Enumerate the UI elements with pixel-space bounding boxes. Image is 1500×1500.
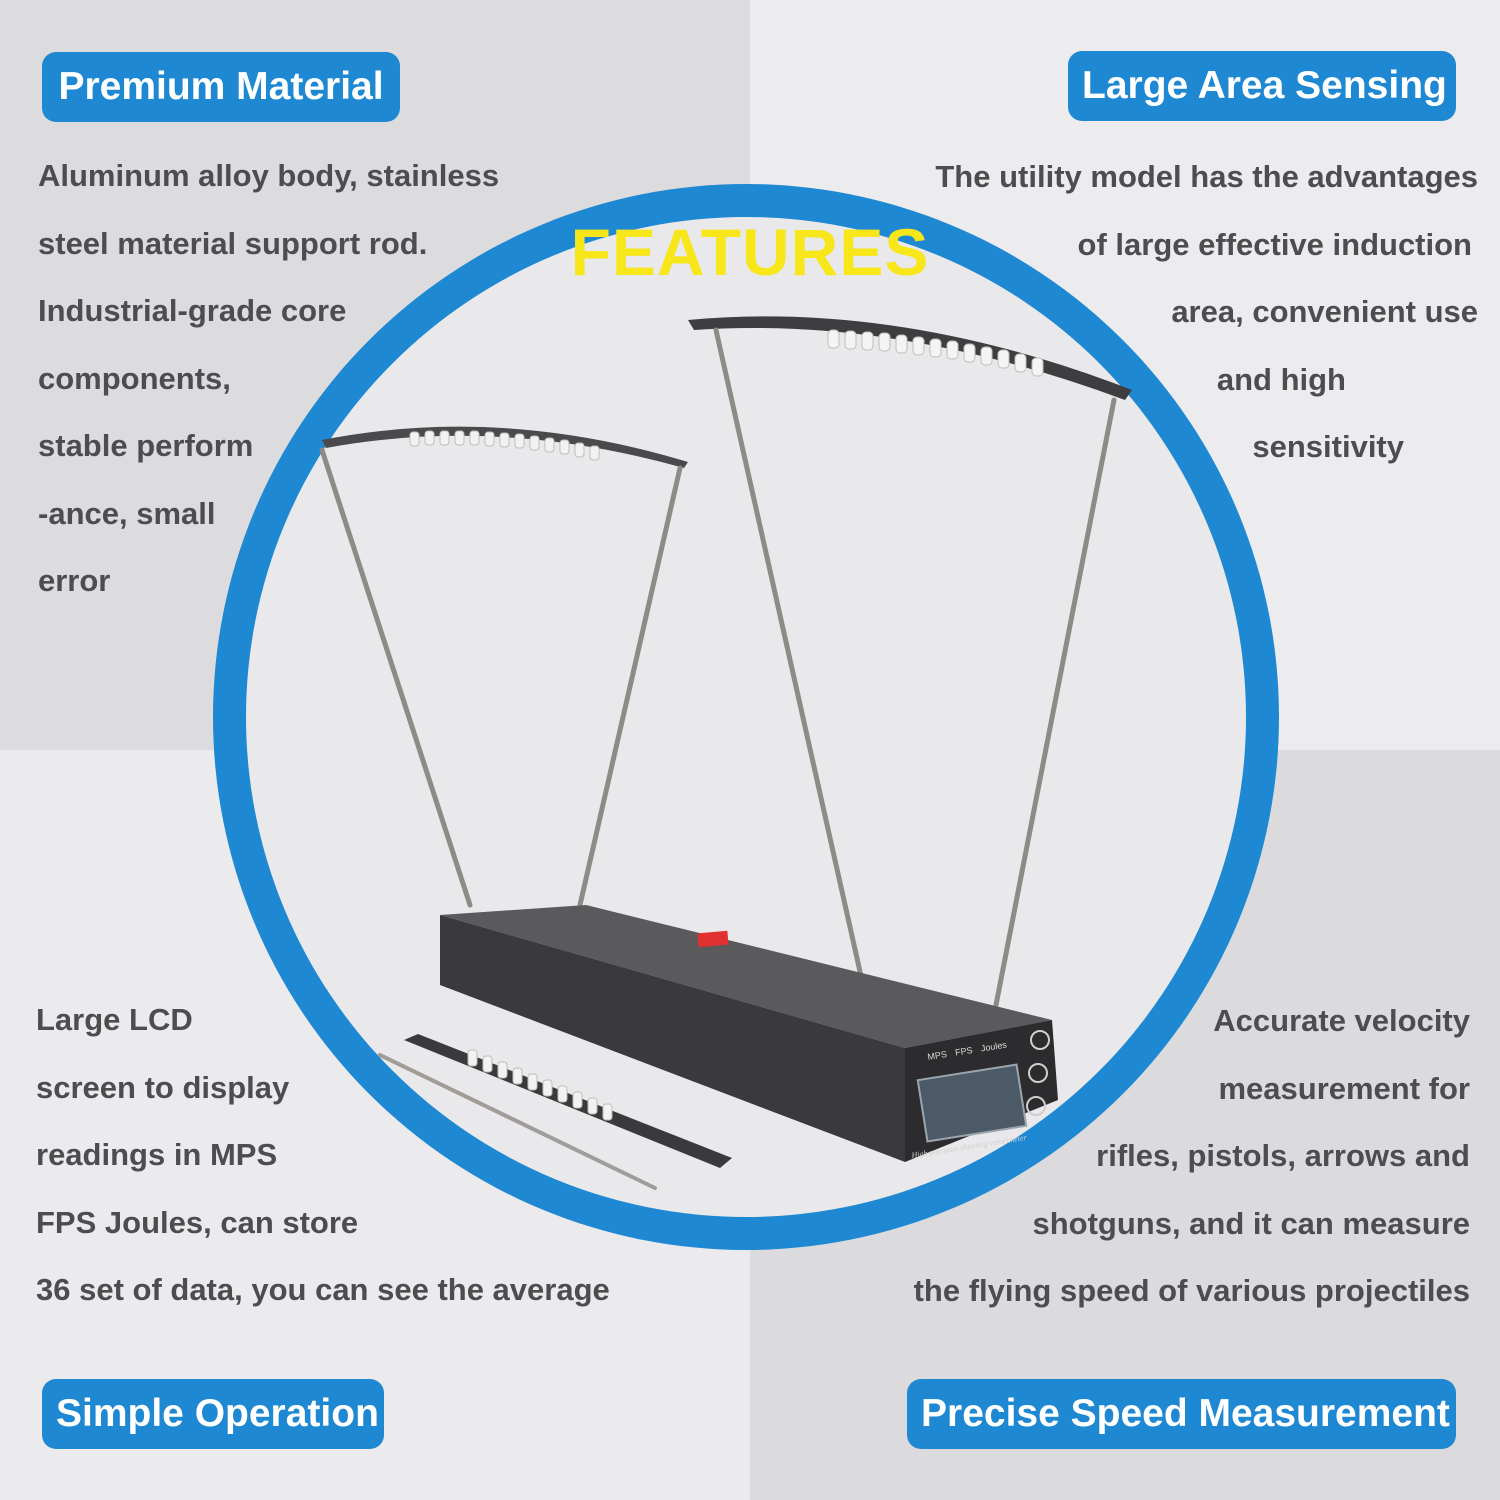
large-area-sensing-text: The utility model has the advantages of … [935, 143, 1478, 481]
text-line: FPS Joules, can store [36, 1204, 359, 1240]
simple-operation-text: Large LCD screen to display readings in … [36, 986, 610, 1324]
stop-button-icon [1026, 1096, 1046, 1116]
lcd-screen [916, 1063, 1028, 1143]
text-line: The utility model has the advantages [935, 159, 1478, 194]
text-line: rifles, pistols, arrows and [1096, 1138, 1470, 1173]
text-line: Accurate velocity [1213, 1003, 1470, 1038]
text-line: -ance, small [38, 495, 216, 531]
text-line: 36 set of data, you can see the average [36, 1272, 610, 1307]
up-button-icon [1030, 1030, 1050, 1050]
text-line: of large effective induction [1077, 226, 1472, 262]
text-line: readings in MPS [36, 1137, 278, 1172]
text-line: screen to display [36, 1069, 290, 1105]
precise-speed-measurement-badge: Precise Speed Measurement [907, 1379, 1456, 1449]
text-line: shotguns, and it can measure [1032, 1205, 1470, 1241]
power-switch [697, 930, 729, 948]
text-line: area, convenient use [1171, 294, 1478, 329]
text-line: steel material support rod. [38, 225, 428, 261]
page-title: FEATURES [570, 215, 930, 289]
text-line: Industrial-grade core [38, 293, 347, 328]
display-mode-labels: MPS FPS Joules [927, 1039, 1008, 1061]
large-area-sensing-badge: Large Area Sensing [1068, 51, 1456, 121]
right-sensor-arc [688, 316, 1132, 400]
spare-rod [378, 1053, 657, 1190]
text-line: and high [1216, 361, 1346, 397]
text-line: measurement for [1218, 1070, 1470, 1106]
premium-material-badge: Premium Material [42, 52, 400, 122]
text-line: Aluminum alloy body, stainless [38, 158, 500, 193]
simple-operation-badge: Simple Operation [42, 1379, 384, 1449]
left-sensor-arc [322, 426, 688, 468]
premium-material-text: Aluminum alloy body, stainless steel mat… [38, 142, 499, 615]
text-line: components, [38, 360, 231, 396]
support-rods [319, 327, 1117, 1028]
text-line: error [38, 563, 111, 598]
down-button-icon [1028, 1063, 1048, 1083]
spare-sensor-bar [404, 1034, 732, 1168]
text-line: Large LCD [36, 1002, 193, 1037]
precise-speed-measurement-text: Accurate velocity measurement for rifles… [914, 987, 1470, 1325]
text-line: the flying speed of various projectiles [913, 1273, 1470, 1308]
text-line: sensitivity [1252, 429, 1404, 464]
text-line: stable perform [38, 428, 254, 463]
